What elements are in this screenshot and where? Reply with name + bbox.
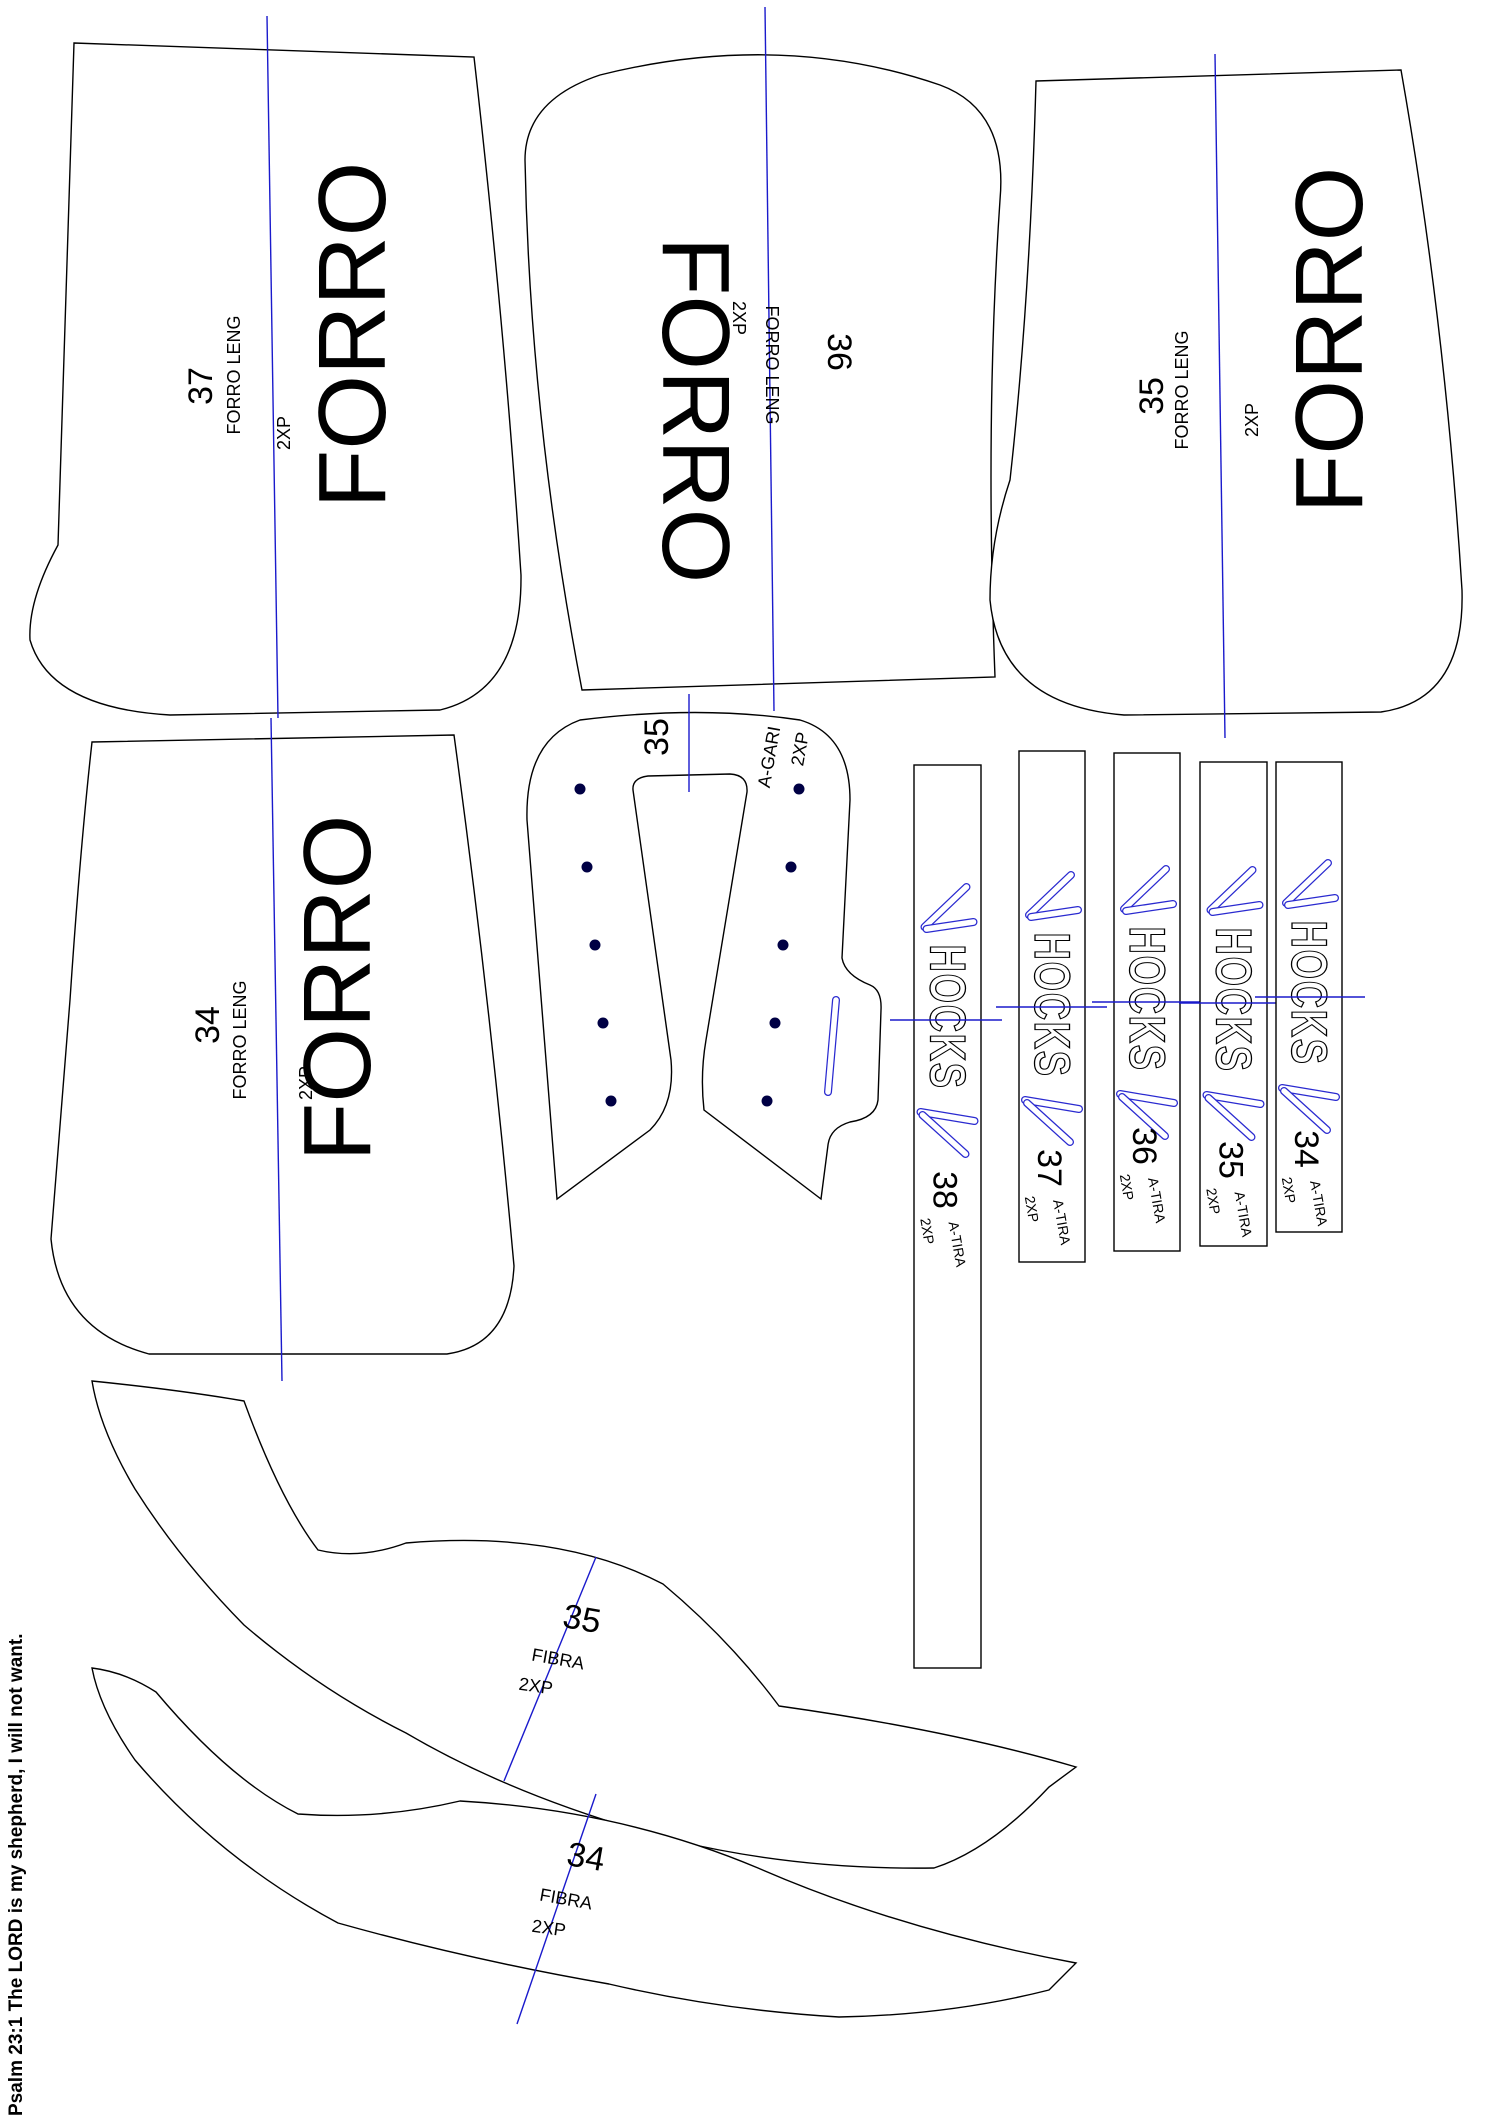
size-label: 37 <box>182 367 220 405</box>
tira-strip-38: HOCKS 38A-TIRA 2XP <box>890 764 1002 1669</box>
piece-title: FORRO <box>1276 167 1383 514</box>
piece-outline <box>91 1380 1078 1869</box>
forro-piece-37: FORRO 37 FORRO LENG 2XP <box>29 15 522 719</box>
piece-label: A-TIRA <box>1232 1190 1256 1239</box>
size-label: 37 <box>1030 1149 1068 1187</box>
piece-outline <box>91 1667 1078 2018</box>
piece-outline <box>526 711 882 1201</box>
footer-verse: Psalm 23:1 The LORD is my shepherd, I wi… <box>6 1634 27 2117</box>
piece-label: FORRO LENG <box>224 315 244 434</box>
piece-title: FORRO <box>299 162 406 509</box>
piece-outline <box>989 69 1463 716</box>
strip-outline <box>913 764 982 1669</box>
size-label: 36 <box>820 333 858 371</box>
grainline <box>270 717 283 1382</box>
quantity-label: 2XP <box>274 416 294 450</box>
grainline <box>266 15 279 719</box>
grainline <box>764 6 775 712</box>
quantity-label: 2XP <box>518 1674 554 1699</box>
piece-label: FORRO LENG <box>762 305 782 424</box>
grainline <box>516 1793 597 2025</box>
tira-strip-35: HOCKS 35A-TIRA 2XP <box>1179 761 1289 1247</box>
size-label: 35 <box>560 1597 604 1641</box>
piece-outline <box>29 42 522 716</box>
quantity-label: 2XP <box>1117 1173 1137 1202</box>
piece-label: FORRO LENG <box>230 980 250 1099</box>
size-label: 36 <box>1125 1127 1163 1165</box>
brand-logo: HOCKS <box>920 945 976 1090</box>
quantity-label: 2XP <box>1242 403 1262 437</box>
forro-piece-34: FORRO 34 FORRO LENG 2XP <box>50 717 515 1382</box>
grainline <box>1214 53 1226 739</box>
size-label: 34 <box>1287 1130 1325 1168</box>
piece-label: A-TIRA <box>1307 1179 1331 1228</box>
fibra-piece-34: 34 FIBRA 2XP <box>91 1667 1078 2025</box>
brand-logo: HOCKS <box>1206 928 1262 1073</box>
piece-outline <box>50 734 515 1355</box>
piece-title: FORRO <box>642 237 749 584</box>
quantity-label: 2XP <box>729 301 749 335</box>
size-label: 38 <box>926 1171 964 1209</box>
forro-piece-35: FORRO 35 FORRO LENG 2XP <box>989 53 1463 739</box>
size-label: 35 <box>1133 377 1171 415</box>
grainline <box>503 1556 597 1782</box>
quantity-label: 2XP <box>1022 1195 1042 1224</box>
punch-holes <box>574 783 805 1107</box>
brand-logo: HOCKS <box>1281 921 1337 1066</box>
piece-label: FORRO LENG <box>1172 330 1192 449</box>
quantity-label: 2XP <box>296 1066 316 1100</box>
piece-outline <box>524 54 1002 691</box>
quantity-label: 2XP <box>531 1916 567 1941</box>
tira-strip-36: HOCKS 36A-TIRA 2XP <box>1092 752 1203 1252</box>
fibra-piece-35: 35 FIBRA 2XP <box>91 1380 1078 1869</box>
piece-title: FORRO <box>284 815 391 1162</box>
gari-piece-35: 35 A-GARI 2XP <box>526 694 882 1201</box>
piece-label: A-TIRA <box>946 1220 970 1269</box>
piece-label: A-TIRA <box>1145 1176 1169 1225</box>
quantity-label: 2XP <box>1279 1176 1299 1205</box>
tira-strips: HOCKS38A-TIRA2XPHOCKS37A-TIRA2XPHOCKS36A… <box>890 750 1365 1669</box>
forro-piece-36: FORRO 36 FORRO LENG 2XP <box>524 6 1002 712</box>
tira-strip-37: HOCKS 37A-TIRA 2XP <box>996 750 1107 1263</box>
brand-logo: HOCKS <box>1119 927 1175 1072</box>
size-label: 34 <box>189 1006 227 1044</box>
size-label: 34 <box>564 1835 608 1879</box>
strip-outline <box>1199 761 1268 1247</box>
brand-logo: HOCKS <box>1024 933 1080 1078</box>
quantity-label: 2XP <box>917 1217 937 1246</box>
tira-strip-34: HOCKS 34A-TIRA 2XP <box>1255 761 1365 1233</box>
piece-label: A-TIRA <box>1050 1198 1074 1247</box>
quantity-label: 2XP <box>1203 1187 1223 1216</box>
size-label: 35 <box>638 718 676 756</box>
size-label: 35 <box>1212 1141 1250 1179</box>
